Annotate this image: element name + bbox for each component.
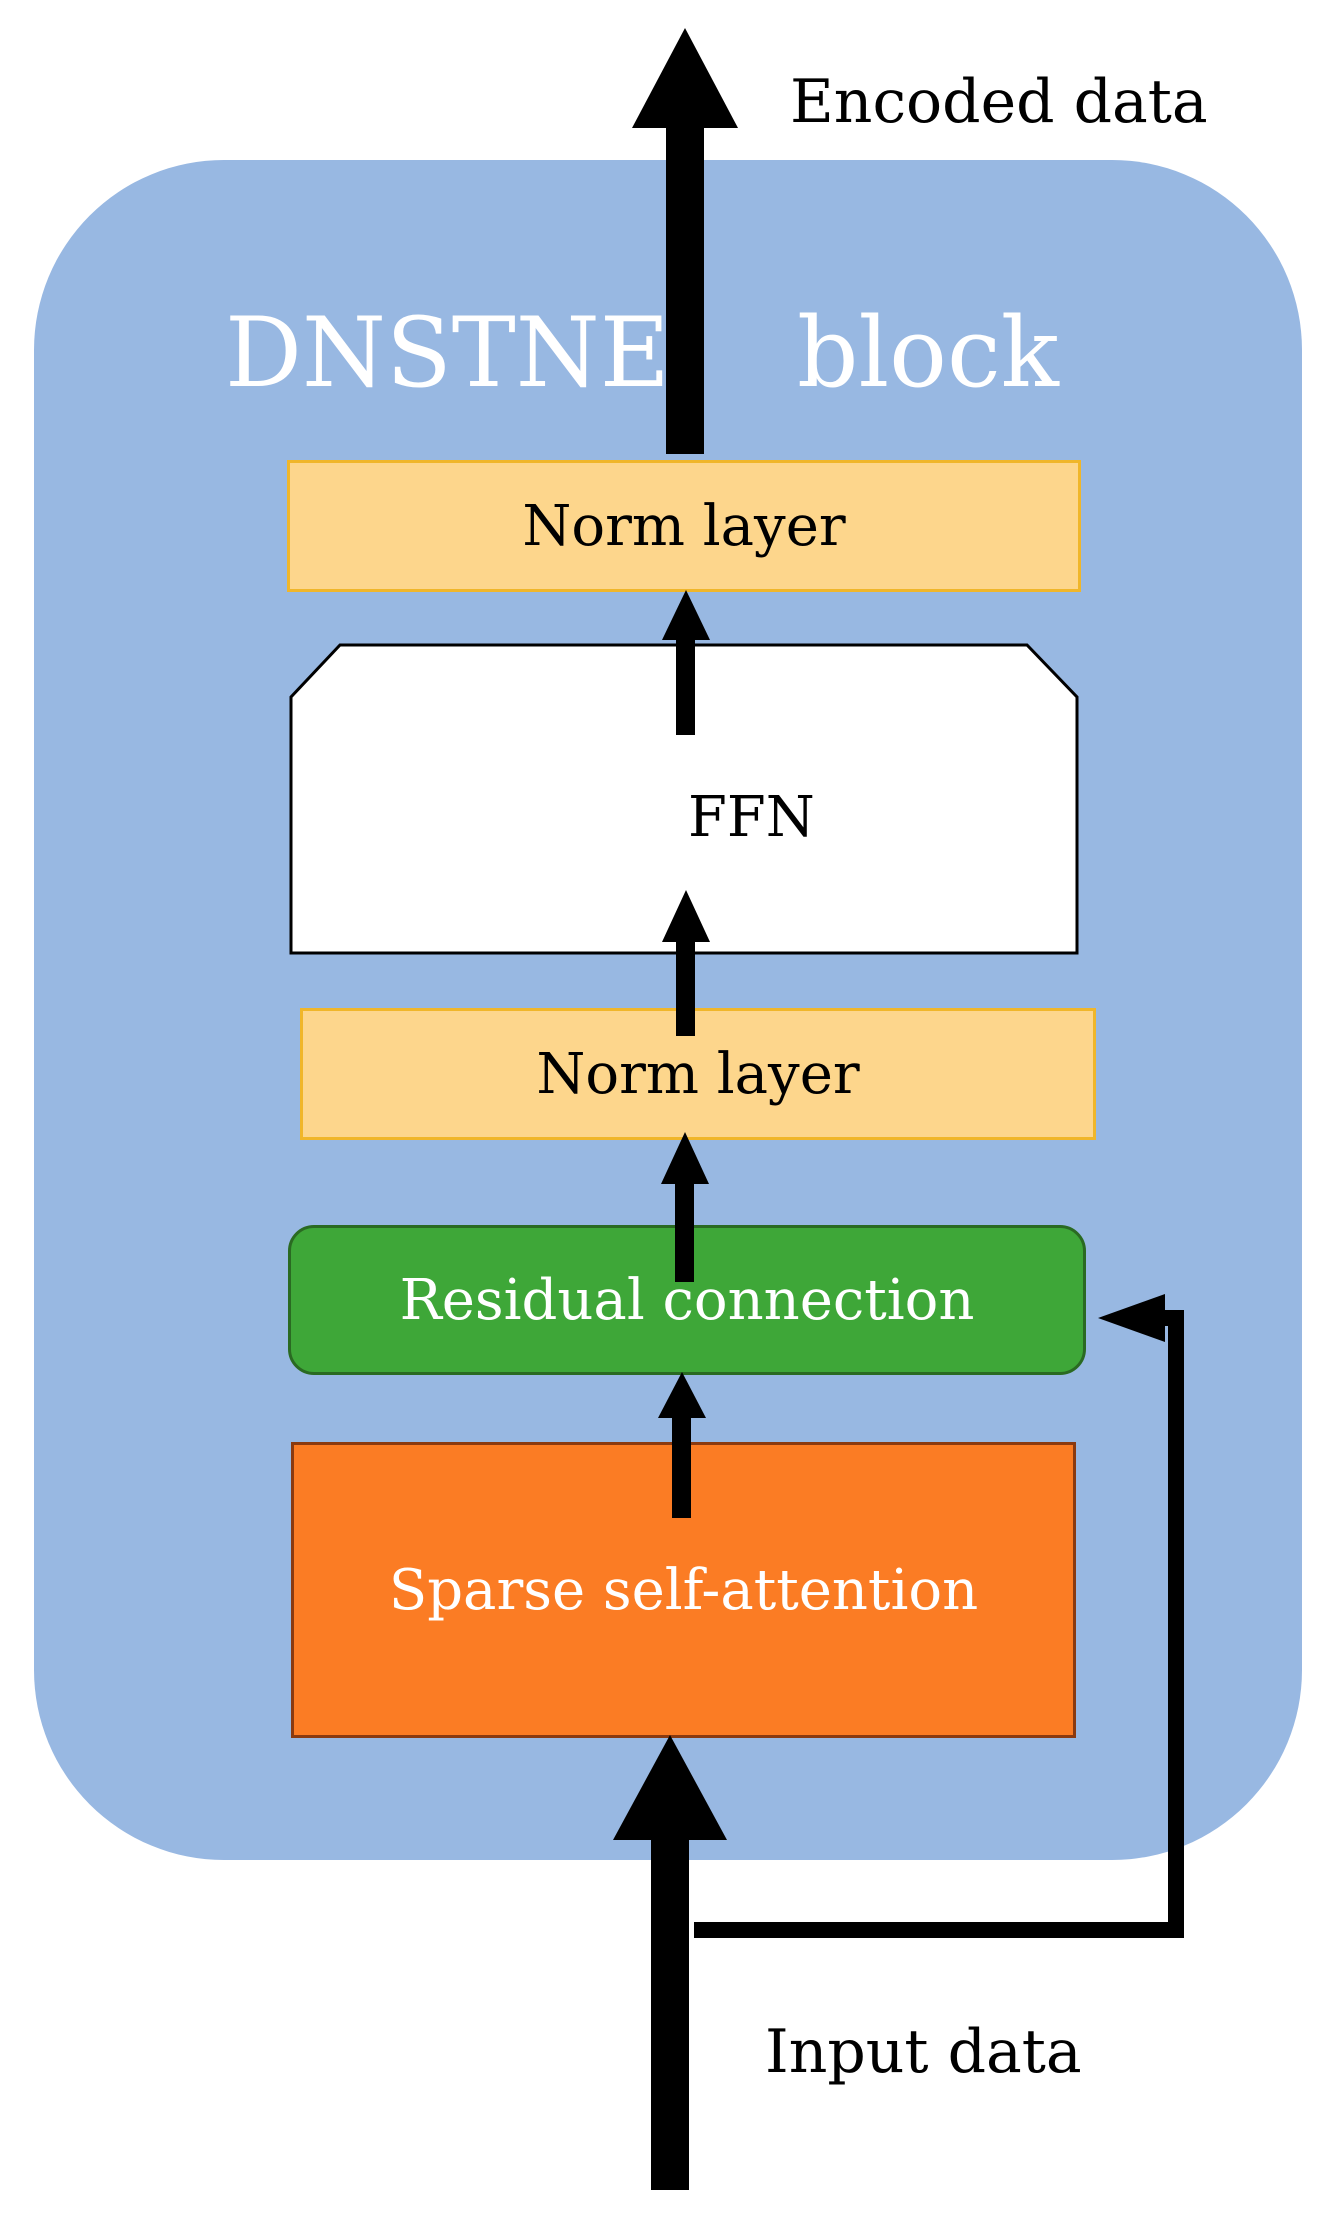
output-label: Encoded data — [790, 67, 1208, 137]
ffn-label: FFN — [688, 785, 815, 850]
block-title-part1: DNSTNE — [225, 297, 670, 409]
input-label: Input data — [765, 2017, 1082, 2087]
arrow-residual-to-norm-head — [661, 1132, 709, 1184]
arrow-attention-to-residual-shaft — [672, 1405, 691, 1518]
arrow-residual-to-norm-shaft — [675, 1170, 694, 1282]
skip-connection-line — [694, 1310, 1184, 1938]
arrow-norm-to-ffn-head — [662, 890, 710, 942]
norm-layer-top-label: Norm layer — [522, 493, 846, 559]
output-arrow-shaft — [666, 110, 704, 454]
arrow-attention-to-residual-head — [658, 1372, 706, 1418]
arrow-norm-to-ffn-shaft — [676, 928, 695, 1036]
norm-layer-top: Norm layer — [287, 460, 1081, 592]
arrow-ffn-to-norm-head — [662, 590, 710, 640]
norm-layer-bottom-label: Norm layer — [536, 1041, 860, 1107]
sparse-self-attention-label: Sparse self-attention — [388, 1557, 979, 1623]
input-arrow-shaft — [651, 1820, 689, 2190]
input-arrow-head — [613, 1735, 727, 1840]
skip-connection-arrow-head — [1098, 1294, 1165, 1342]
output-arrow-head — [632, 28, 738, 128]
arrow-ffn-to-norm-shaft — [676, 625, 695, 735]
ffn-box — [289, 643, 1079, 955]
block-title-part2: block — [797, 297, 1059, 409]
norm-layer-bottom: Norm layer — [300, 1008, 1096, 1140]
